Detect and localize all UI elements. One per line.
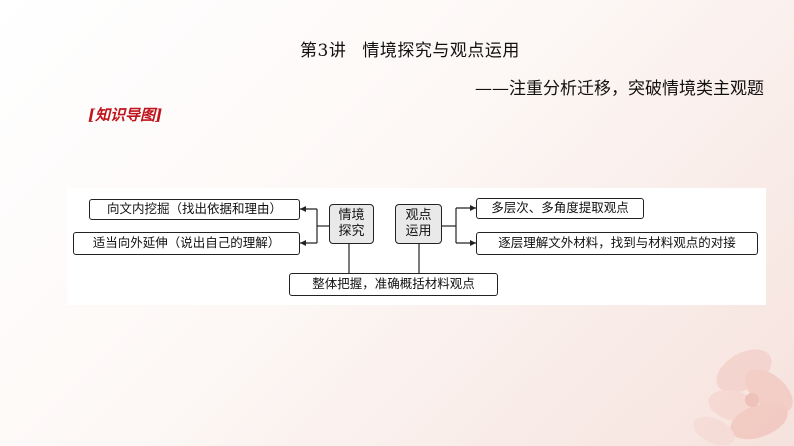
- lecture-number: 第3讲: [300, 41, 347, 61]
- lecture-title-text: 情境探究与观点运用: [362, 41, 520, 61]
- mind-map-panel: 向文内挖掘（找出依据和理由） 适当向外延伸（说出自己的理解） 情境 探究 观点 …: [67, 188, 766, 305]
- node-right-bottom: 逐层理解文外材料，找到与材料观点的对接: [476, 232, 758, 255]
- lecture-title: 第3讲情境探究与观点运用: [300, 36, 520, 61]
- lecture-subtitle: ——注重分析迁移，突破情境类主观题: [475, 79, 764, 99]
- node-bottom: 整体把握，准确概括材料观点: [289, 273, 498, 296]
- arrow-left-top: [300, 206, 306, 212]
- arrow-right-top: [470, 205, 476, 211]
- arrow-right-bottom: [470, 240, 476, 246]
- connector-lines: [300, 205, 476, 273]
- node-left-top: 向文内挖掘（找出依据和理由）: [89, 199, 300, 220]
- node-center-right: 观点 运用: [395, 204, 442, 244]
- node-right-top: 多层次、多角度提取观点: [476, 198, 644, 219]
- section-tag: [知识导图]: [88, 106, 163, 124]
- arrow-left-bottom: [300, 240, 306, 246]
- decorative-flower: [693, 349, 793, 446]
- node-center-left: 情境 探究: [329, 204, 374, 244]
- node-left-bottom: 适当向外延伸（说出自己的理解）: [73, 232, 300, 255]
